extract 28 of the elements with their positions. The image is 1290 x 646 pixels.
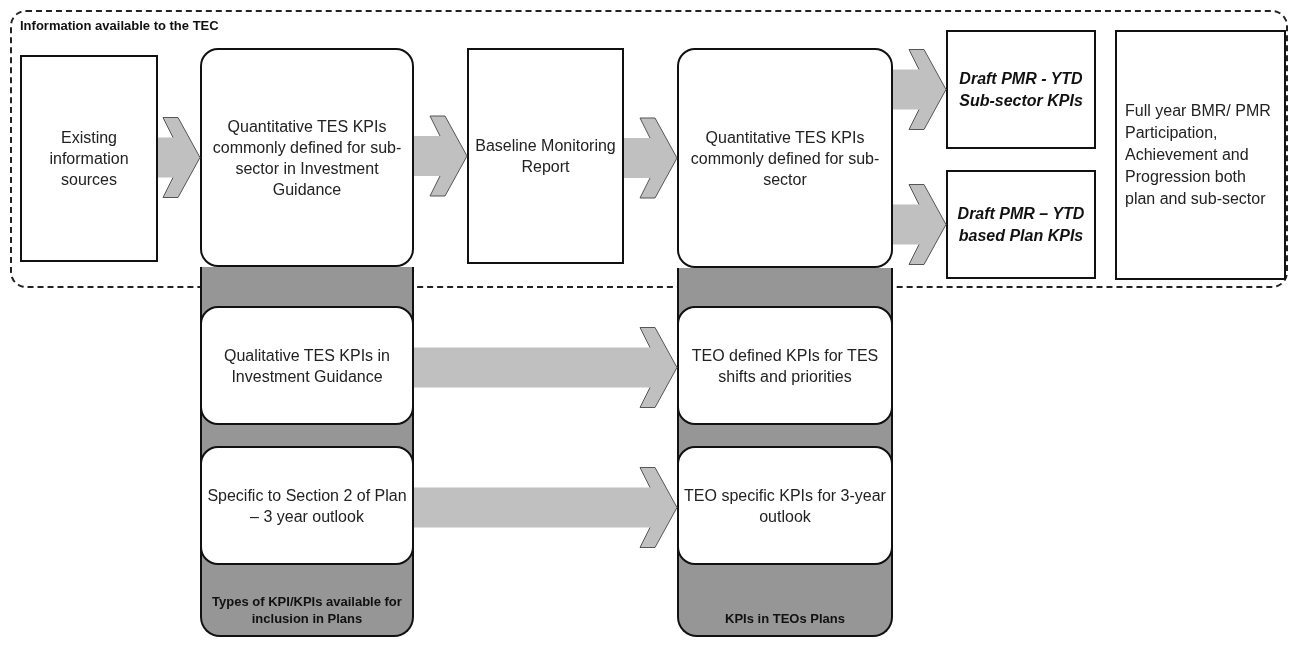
rounded-box bbox=[200, 446, 414, 565]
column-title: KPIs in TEOs Plans bbox=[724, 610, 846, 627]
dashed-group-frame bbox=[10, 10, 1288, 288]
column-panel bbox=[200, 267, 414, 637]
process-box bbox=[946, 170, 1096, 279]
column-title: Types of KPI/KPIs available for inclusion in Plans bbox=[211, 593, 403, 627]
rounded-box bbox=[200, 306, 414, 425]
box-label: Existing information sources bbox=[48, 128, 130, 190]
process-box bbox=[1115, 30, 1286, 280]
box-label: Full year BMR/ PMR Participation, Achievement and Progression both plan and sub-sector bbox=[1125, 101, 1272, 209]
box-label: Baseline Monitoring Report bbox=[474, 136, 617, 177]
rounded-box bbox=[677, 48, 893, 268]
box-label: Draft PMR - YTD Sub-sector KPIs bbox=[958, 68, 1084, 111]
process-box bbox=[946, 30, 1096, 149]
box-label: Qualitative TES KPIs in Investment Guidance bbox=[223, 345, 391, 387]
box-label: TEO specific KPIs for 3-year outlook bbox=[683, 485, 887, 527]
process-box bbox=[20, 55, 158, 262]
box-label: Draft PMR – YTD based Plan KPIs bbox=[956, 203, 1086, 246]
rounded-box bbox=[677, 446, 893, 565]
rounded-box bbox=[677, 306, 893, 425]
box-label: Specific to Section 2 of Plan – 3 year outlook bbox=[206, 485, 408, 527]
rounded-box bbox=[200, 48, 414, 267]
box-label: Quantitative TES KPIs commonly defined for sub-sector in Investment Guidance bbox=[211, 116, 403, 200]
process-box bbox=[467, 48, 624, 264]
box-label: Quantitative TES KPIs commonly defined for sub-sector bbox=[689, 127, 881, 190]
group-title: Information available to the TEC bbox=[20, 17, 219, 35]
box-label: TEO defined KPIs for TES shifts and priorities bbox=[690, 345, 880, 387]
column-panel bbox=[677, 268, 893, 637]
